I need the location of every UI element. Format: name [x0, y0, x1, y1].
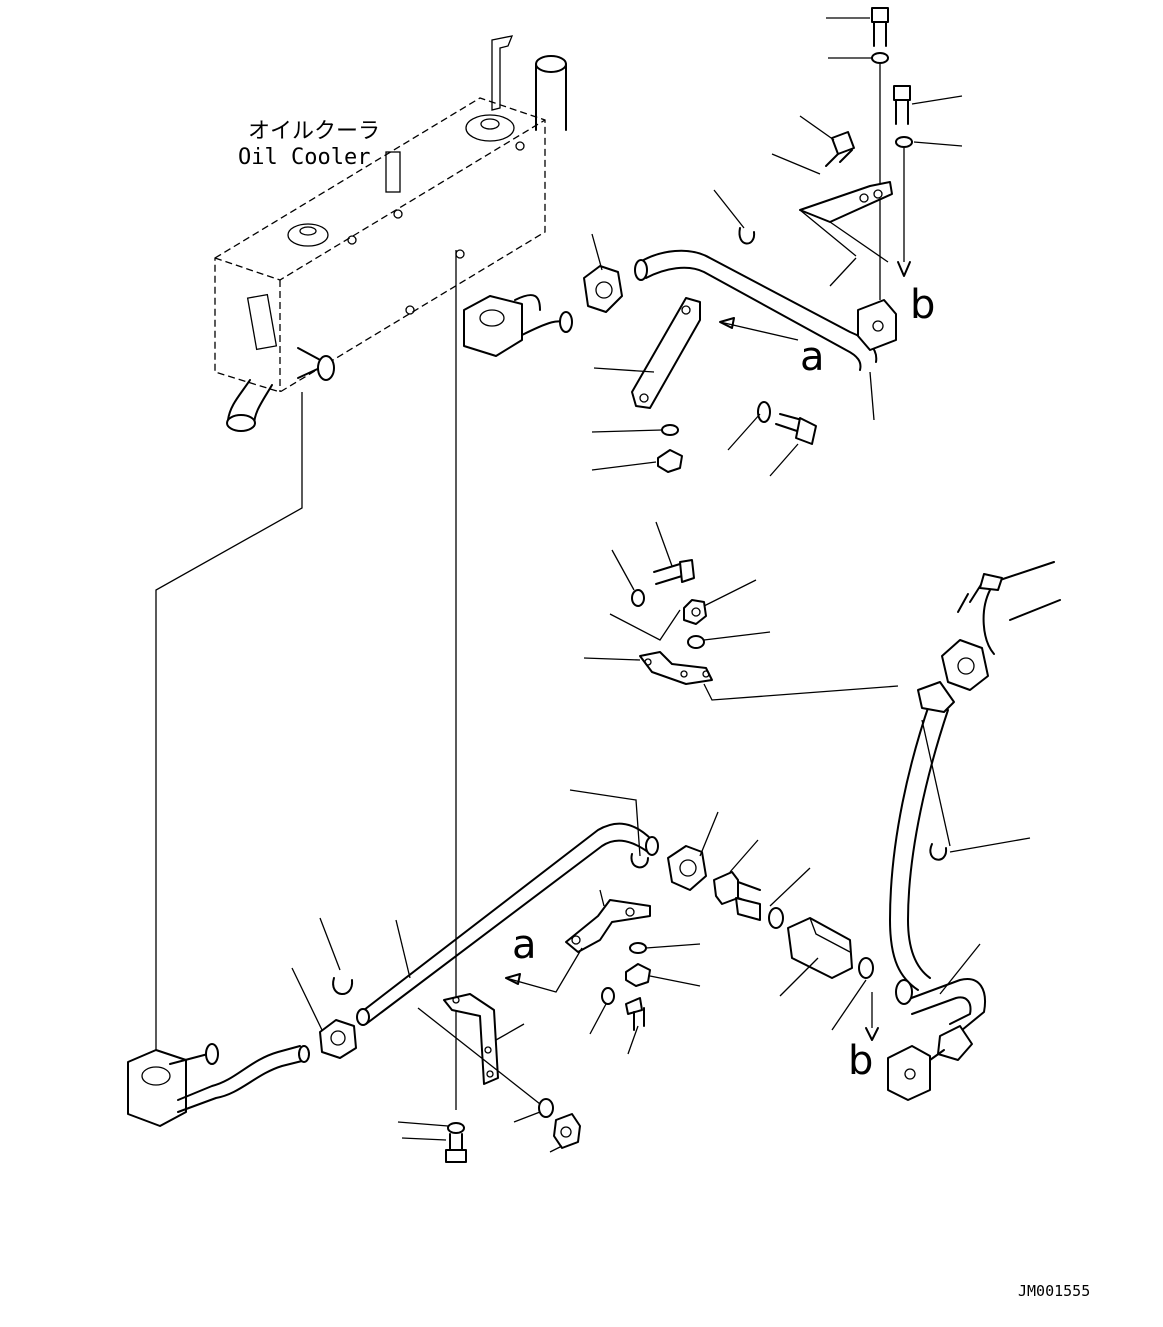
marker-a-lower: a — [512, 922, 537, 968]
lower-pipe-assembly — [127, 789, 701, 1163]
marker-b-lower: b — [848, 1038, 873, 1084]
oil-cooler-housing — [214, 35, 573, 432]
oil-cooler-en-label: Oil Cooler — [238, 145, 370, 170]
drawing-code: JM001555 — [1018, 1282, 1090, 1300]
upper-pipe-assembly — [583, 7, 963, 477]
marker-b-upper: b — [910, 282, 935, 328]
lower-fittings — [667, 811, 874, 1031]
oil-cooler-jp-label: オイルクーラ — [248, 119, 380, 144]
marker-a-upper: a — [800, 334, 825, 380]
right-hose-assembly — [865, 561, 1061, 1101]
middle-bracket-assembly — [583, 521, 899, 701]
